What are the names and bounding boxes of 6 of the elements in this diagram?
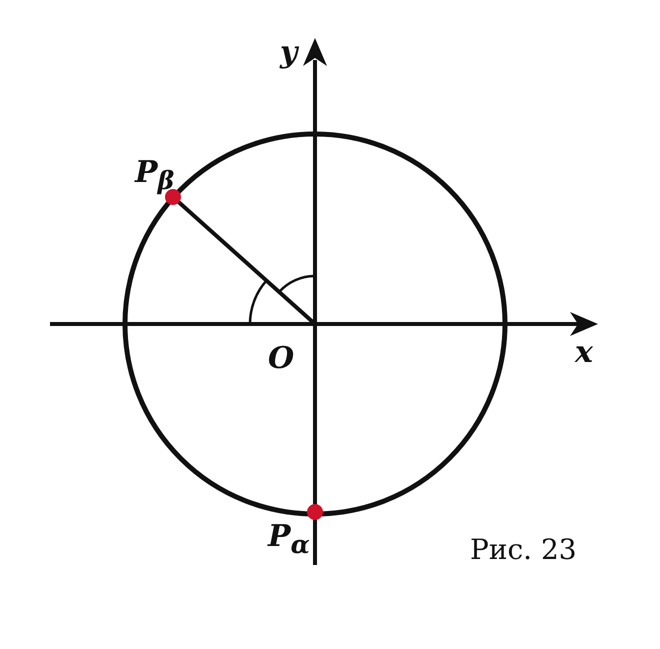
origin-label: O: [268, 344, 294, 374]
axis-label: x: [575, 338, 593, 368]
point-label: P$_{β}$: [135, 158, 174, 193]
point-label: P$_{α}$: [268, 522, 310, 557]
axis-label: y: [280, 38, 298, 68]
figure-caption: Рис. 23: [470, 536, 577, 564]
